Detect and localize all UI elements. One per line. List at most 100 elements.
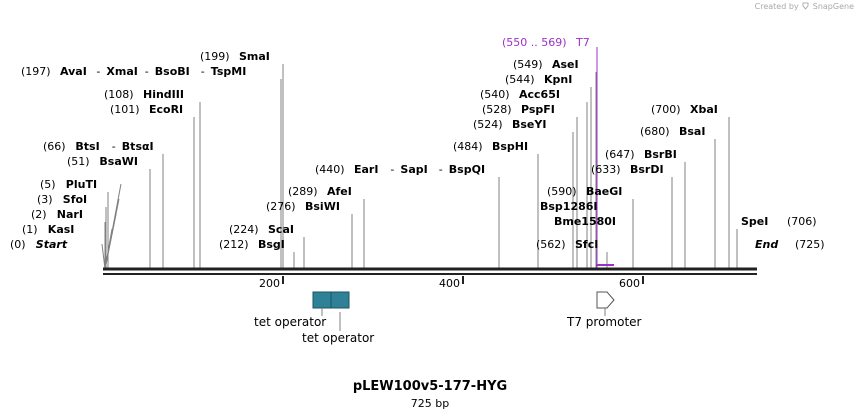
cut-site-position: (633) [591,163,621,176]
cut-site-enzyme: KpnI [544,73,572,86]
cut-site-position: (562) [536,238,566,251]
cut-site-position: (706) [787,215,817,228]
cut-site-position: (224) [229,223,259,236]
cut-site-enzyme: NarI [57,208,83,221]
cut-site-enzyme: SpeI [741,215,768,228]
cut-site-position: (1) [22,223,38,236]
tet-operator-box [330,291,350,309]
cut-site-enzyme: BsoBI [155,65,190,78]
cut-site-position: (66) [43,140,66,153]
cut-site-enzyme: Bme1580I [554,215,616,228]
cut-site-enzyme: BtsI [75,140,99,153]
construct-title: pLEW100v5-177-HYG [352,379,508,394]
ruler-tick-label: 200 [259,277,280,290]
cut-site-label: SpeI (706) [741,215,817,228]
cut-site-label: (3) SfoI [37,193,87,206]
cut-site-position: (197) [21,65,51,78]
ruler-tick-label: 600 [619,277,640,290]
cut-site-label: (647) BsrBI [605,148,677,161]
cut-site-label: (289)AfeI [288,185,352,198]
snapgene-credit: Created by SnapGene [755,2,854,11]
cut-site-enzyme: AseI [552,58,579,71]
cut-site-enzyme: TspMI [211,65,247,78]
cut-site-position: (590) [547,185,577,198]
construct-length: 725 bp [410,397,450,410]
cut-site-position: (528) [482,103,512,116]
tet-operator-label: tet operator [302,331,374,345]
cut-site-position: (544) [505,73,535,86]
cut-site-position: (440) [315,163,345,176]
cut-site-label: (197)AvaI-XmaI-BsoBI-TspMI [21,65,246,78]
cut-site-separator: - [201,65,205,78]
cut-site-label: (633) BsrDI [591,163,664,176]
cut-site-enzyme: BsaI [679,125,705,138]
cut-site-position: (3) [37,193,53,206]
cut-site-separator: - [439,163,443,176]
t7-promoter-label: T7 promoter [566,315,642,329]
cut-site-labels: (0)Start(1)KasI(2)NarI(3)SfoI(5)PluTI(51… [10,50,825,251]
cut-site-enzyme: SfoI [63,193,87,206]
cut-site-position: (2) [31,208,47,221]
cut-site-label: (484) BspHI [453,140,528,153]
cut-site-label: (528)PspFI [482,103,555,116]
cut-site-position: (276) [266,200,296,213]
cut-site-position: (647) [605,148,635,161]
cut-site-label: (540) Acc65I [480,88,560,101]
cut-site-label: (2) NarI [31,208,83,221]
cut-site-enzyme: BspQI [449,163,485,176]
cut-site-enzyme: XmaI [106,65,137,78]
tet-operator-box [312,291,332,309]
cut-site-line [101,243,106,270]
cut-site-label: (562)SfcI [536,238,598,251]
t7-primer-name: T7 [575,36,590,49]
cut-site-enzyme: BsaWI [99,155,138,168]
cut-site-position: (680) [640,125,670,138]
cut-site-separator: - [390,163,394,176]
cut-site-position: (725) [795,238,825,251]
cut-site-label: (680) BsaI [640,125,705,138]
ruler-tick-label: 400 [439,277,460,290]
cut-site-enzyme: HindIII [143,88,184,101]
cut-site-position: (289) [288,185,318,198]
cut-site-position: (199) [200,50,230,63]
cut-site-label: (212) BsgI [219,238,285,251]
cut-site-separator: - [145,65,149,78]
credit-prefix: Created by [754,2,799,11]
sequence-map: (550 .. 569) T7 (0) Start (1)KasI (2) NarI (3) S… [10,36,825,345]
cut-site-enzyme: Start [36,238,68,251]
cut-site-position: (101) [110,103,140,116]
cut-site-enzyme: BsrBI [644,148,677,161]
cut-site-label: (524) BseYI [473,118,546,131]
cut-site-enzyme: EarI [354,163,378,176]
cut-site-position: (549) [513,58,543,71]
cut-site-enzyme: SapI [400,163,427,176]
cut-site-label: (108)HindIII [104,88,184,101]
cut-site-enzyme: BspHI [492,140,528,153]
cut-site-enzyme: AvaI [60,65,87,78]
cut-site-enzyme: BsgI [258,238,285,251]
cut-site-separator: - [112,140,116,153]
t7-primer-range: (550 .. 569) [502,36,567,49]
cut-site-enzyme: Acc65I [519,88,560,101]
cut-site-label: (1)KasI [22,223,74,236]
cut-site-enzyme: EcoRI [149,103,183,116]
cut-site-enzyme: SmaI [239,50,270,63]
cut-site-position: (0) [10,238,26,251]
cut-site-enzyme: End [755,238,778,251]
cut-site-position: (212) [219,238,249,251]
cut-site-position: (540) [480,88,510,101]
cut-site-line [104,183,122,270]
tet-operator-label: tet operator [254,315,326,329]
cut-site-position: (484) [453,140,483,153]
credit-brand: SnapGene [812,2,854,11]
cut-site-enzyme: BsrDI [630,163,664,176]
cut-site-separator: - [96,65,100,78]
cut-site-enzyme: PluTI [66,178,97,191]
cut-site-enzyme: XbaI [690,103,718,116]
cut-site-label: (0) Start [10,238,68,251]
cut-site-enzyme: BseYI [512,118,546,131]
cut-site-position: (524) [473,118,503,131]
cut-site-label: (440)EarI-SapI-BspQI [315,163,485,176]
t7-promoter-arrow [596,291,615,309]
